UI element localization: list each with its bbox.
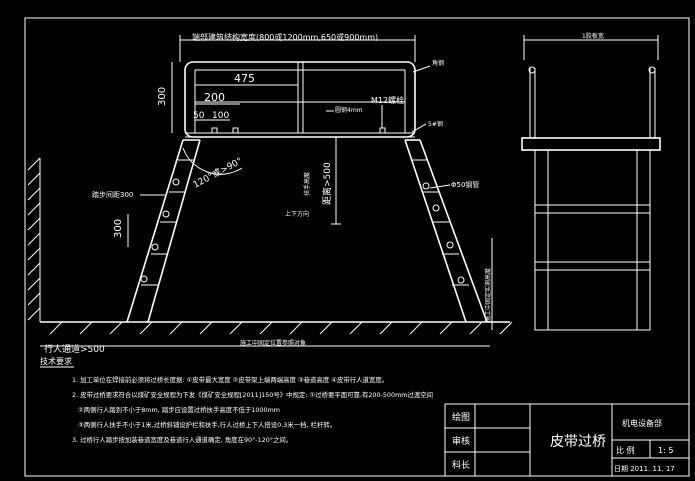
dim-walkway: 行人通道>500 (44, 343, 105, 355)
note-line-1: 1. 加工单位在焊接前必须将过桥长度据: ①皮带最大宽度 ②皮带架上端两端高度 … (72, 375, 388, 384)
label-round-steel: 圆钢4mm (335, 106, 363, 114)
dim-rail-height: 扶手高度 (303, 172, 311, 196)
notes-title: 技术要求 (40, 356, 72, 366)
dim-top-width: 端部建筑结构宽度(800或1200mm,650或900mm) (192, 32, 378, 42)
label-angle-steel: 角钢 (432, 59, 444, 67)
title-block: 绘图 审核 科长 皮带过桥 机电设备部 比 例 1: 5 日期 2011. 11… (444, 403, 690, 477)
tb-scale-label: 比 例 (616, 445, 635, 455)
label-bolt: M12螺栓 (371, 95, 404, 105)
dim-span-height: 施工中固定实测高度 (484, 268, 492, 322)
technical-notes: 技术要求 1. 加工单位在焊接前必须将过桥长度据: ①皮带最大宽度 ②皮带架上端… (40, 356, 433, 444)
dim-step-spacing: 踏步间距300 (92, 190, 133, 199)
dim-angle: 120°或>90° (191, 155, 244, 191)
tb-checked: 审核 (452, 435, 470, 447)
label-pipe: Φ50钢管 (451, 180, 479, 189)
dim-300-mid: 300 (113, 219, 124, 238)
dim-50: 50 (193, 111, 205, 121)
dim-100: 100 (212, 111, 229, 121)
dim-ground-span: 施工中固定位置参照对象 (240, 339, 306, 347)
label-center-note: 上下方向 (285, 210, 309, 218)
dim-height: 距离>500 (321, 162, 333, 205)
dim-right-top: 1胶板宽 (582, 32, 604, 40)
dim-200: 200 (204, 91, 225, 104)
note-line-5: 3. 过桥行人踏步按加装巷道宽度及巷道行人通道确定, 角度在90°-120°之间… (72, 435, 292, 444)
dim-475: 475 (234, 72, 255, 85)
tb-title: 皮带过桥 (550, 434, 606, 450)
tb-date: 日期 2011. 11. 17 (614, 465, 675, 473)
drawing-frame (24, 17, 690, 477)
note-line-2: 2. 皮带过桥要求符合以煤矿安全规程为下发《煤矿安全规程[2011]150号》中… (72, 390, 433, 399)
tb-scale-value: 1: 5 (658, 446, 673, 455)
tb-chief: 科长 (452, 459, 470, 471)
tb-dept: 机电设备部 (622, 418, 662, 428)
note-line-4: ③两侧行人扶手不小于1米,过桥斜铺设护栏和扶手,行人过桥上下人搭设0.3米一档,… (78, 420, 336, 429)
dim-300-top: 300 (157, 87, 168, 106)
main-elevation-view: 端部建筑结构宽度(800或1200mm,650或900mm) 475 200 5… (27, 32, 513, 355)
tb-drawn: 绘图 (452, 411, 470, 423)
side-view: 1胶板宽 (521, 32, 661, 331)
label-channel: 5#钢 (428, 120, 443, 128)
note-line-3: ②两侧行人踏到不小于8mm, 踏步应设置过桥扶手高度不低于1000mm (78, 405, 280, 414)
